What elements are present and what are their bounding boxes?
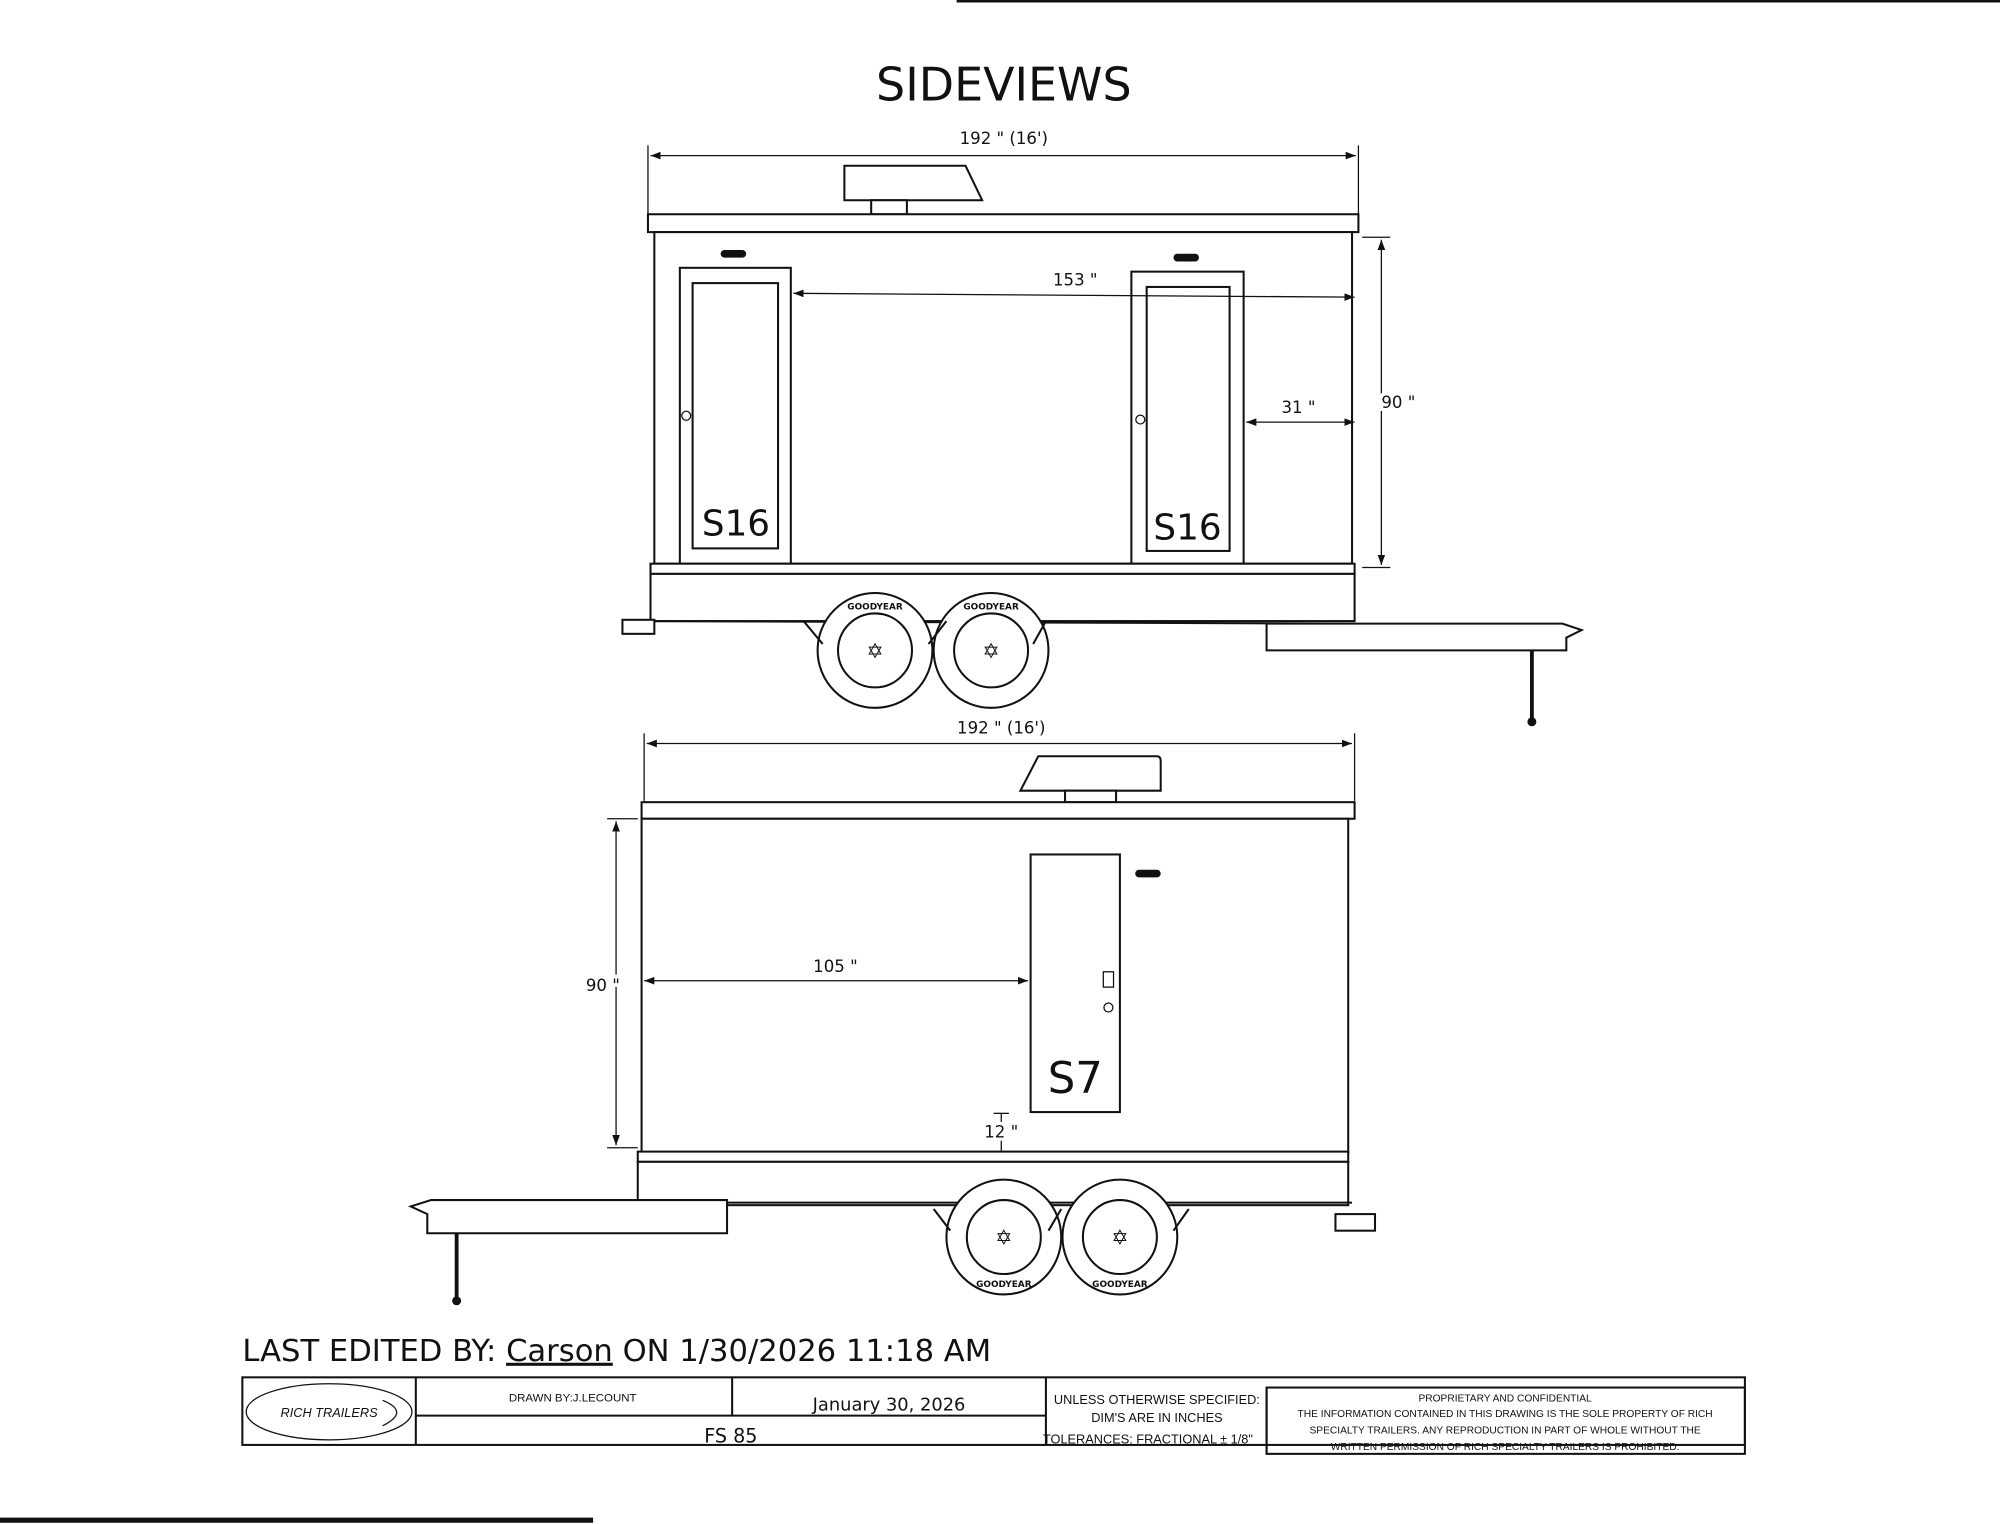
page-title: SIDEVIEWS	[876, 58, 1132, 112]
dimension-length-label: 192 " (16')	[960, 129, 1048, 148]
vent-light	[720, 249, 747, 258]
floor-rail	[636, 1150, 1350, 1163]
dimension-length-label: 192 " (16')	[957, 718, 1045, 737]
svg-text:DIM'S ARE IN INCHES: DIM'S ARE IN INCHES	[1091, 1410, 1222, 1425]
sideview-top: 192 " (16') S16 S16 153 " 31 " 90 "	[621, 129, 1585, 727]
last-edited-timestamp: ON 1/30/2026 11:18 AM	[623, 1334, 992, 1369]
last-edited-user: Carson	[506, 1334, 613, 1369]
tongue	[407, 1199, 729, 1235]
rear-bumper	[1334, 1213, 1377, 1232]
door: S7	[1029, 853, 1121, 1114]
svg-text:PROPRIETARY AND CONFIDENTIAL: PROPRIETARY AND CONFIDENTIAL	[1418, 1394, 1592, 1405]
door-label: S16	[1153, 507, 1221, 548]
dimension-door-spacing-label: 153 "	[1053, 271, 1098, 290]
svg-text:UNLESS OTHERWISE SPECIFIED:: UNLESS OTHERWISE SPECIFIED:	[1054, 1392, 1260, 1407]
tire	[1061, 1178, 1179, 1296]
svg-text:SPECIALTY TRAILERS. ANY REPROD: SPECIALTY TRAILERS. ANY REPRODUCTION IN …	[1310, 1425, 1701, 1436]
dimension-door-offset-label: 105 "	[813, 957, 858, 976]
svg-text:GOODYEAR: GOODYEAR	[1092, 1280, 1148, 1290]
vent-light	[1135, 869, 1161, 878]
dimension-door-step-label: 12 "	[984, 1123, 1018, 1142]
tire	[816, 592, 934, 709]
svg-text:GOODYEAR: GOODYEAR	[976, 1280, 1032, 1290]
wheel-hub-icon: ✡	[983, 639, 1000, 663]
door-left: S16	[678, 266, 792, 565]
dimension-height-label: 90 "	[586, 976, 620, 995]
dimension-end-offset-label: 31 "	[1281, 398, 1315, 417]
svg-text:TOLERANCES: FRACTIONAL ± 1/8": TOLERANCES: FRACTIONAL ± 1/8"	[1043, 1432, 1253, 1447]
tongue	[1265, 622, 1585, 652]
wheel-hub-icon: ✡	[866, 639, 883, 663]
roof	[640, 801, 1356, 820]
sideview-bottom: 192 " (16') S7 105 " 90 " 12 "	[407, 718, 1377, 1306]
ac-unit	[1018, 755, 1162, 792]
door-label: S16	[702, 504, 770, 545]
rear-bumper	[621, 618, 656, 635]
dimension-height-label: 90 "	[1381, 393, 1415, 412]
tire	[945, 1178, 1063, 1296]
roof	[646, 213, 1360, 234]
svg-text:RICH TRAILERS: RICH TRAILERS	[281, 1405, 379, 1420]
ac-unit	[843, 164, 984, 202]
dimension-line-door-spacing	[793, 289, 1355, 301]
drawing-date: January 30, 2026	[812, 1394, 966, 1415]
wheels: ✡ ✡ GOODYEAR GOODYEAR	[932, 1178, 1190, 1296]
wheel-hub-icon: ✡	[995, 1226, 1012, 1250]
tire	[932, 592, 1050, 709]
drawn-by: DRAWN BY:J.LECOUNT	[509, 1393, 637, 1405]
last-edited-line: LAST EDITED BY: Carson ON 1/30/2026 11:1…	[242, 1334, 991, 1369]
svg-text:GOODYEAR: GOODYEAR	[963, 603, 1019, 613]
svg-text:WRITTEN PERMISSION OF RICH SPE: WRITTEN PERMISSION OF RICH SPECIALTY TRA…	[1331, 1442, 1680, 1453]
vent-light	[1173, 253, 1199, 262]
last-edited-prefix: LAST EDITED BY:	[242, 1334, 496, 1369]
door-label: S7	[1048, 1054, 1103, 1104]
trailer-body	[640, 817, 1350, 1154]
floor-rail	[649, 562, 1356, 575]
door-right: S16	[1130, 270, 1245, 565]
svg-text:THE INFORMATION CONTAINED IN T: THE INFORMATION CONTAINED IN THIS DRAWIN…	[1298, 1409, 1713, 1420]
wheel-hub-icon: ✡	[1111, 1226, 1128, 1250]
drawing-number: FS 85	[704, 1424, 757, 1447]
wheels: ✡ ✡ GOODYEAR GOODYEAR	[802, 592, 1050, 709]
title-block: RICH TRAILERS DRAWN BY:J.LECOUNT January…	[241, 1376, 1746, 1455]
company-logo: RICH TRAILERS	[245, 1383, 413, 1441]
svg-text:GOODYEAR: GOODYEAR	[847, 603, 903, 613]
